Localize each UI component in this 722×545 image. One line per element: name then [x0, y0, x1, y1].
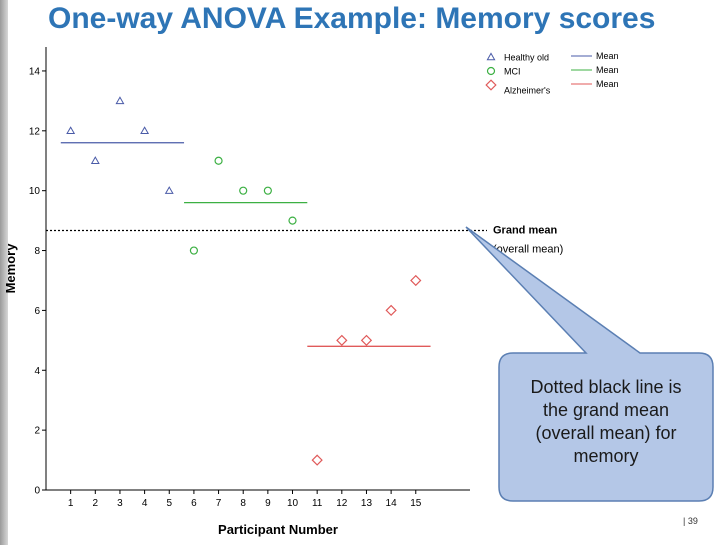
- data-point-series-2: [239, 186, 248, 195]
- grand-mean-sublabel: (overall mean): [493, 243, 563, 255]
- legend-marker-3: [485, 79, 497, 91]
- legend-marker-2: [486, 66, 496, 76]
- x-tick-label: 7: [216, 498, 222, 509]
- y-tick-label: 12: [29, 126, 41, 137]
- x-tick-label: 13: [361, 498, 373, 509]
- x-tick-label: 12: [336, 498, 348, 509]
- y-axis-title: Memory: [3, 243, 18, 294]
- legend-mean-label-3: Mean: [596, 79, 619, 89]
- x-tick-label: 3: [117, 498, 123, 509]
- x-tick-label: 2: [93, 498, 99, 509]
- callout-text-line: (overall mean) for: [535, 423, 676, 443]
- x-tick-label: 15: [410, 498, 422, 509]
- data-point-series-3: [385, 304, 397, 317]
- x-tick-label: 5: [166, 498, 172, 509]
- data-point-series-3: [336, 334, 348, 346]
- legend-label-2: MCI: [504, 67, 521, 77]
- x-tick-label: 1: [68, 498, 74, 509]
- x-tick-label: 8: [240, 498, 246, 509]
- x-tick-label: 4: [142, 498, 148, 509]
- data-point-series-2: [214, 156, 223, 165]
- slide-number-value: 39: [687, 516, 698, 526]
- legend-label-3: Alzheimer's: [504, 86, 551, 96]
- slide-title: One-way ANOVA Example: Memory scores: [48, 2, 656, 35]
- legend-marker-1: [486, 52, 496, 61]
- data-point-series-2: [288, 216, 297, 225]
- x-tick-label: 6: [191, 498, 197, 509]
- data-point-series-2: [189, 246, 199, 255]
- data-point-series-1: [90, 156, 100, 164]
- callout-text-line: the grand mean: [543, 400, 669, 420]
- y-tick-label: 10: [29, 186, 41, 197]
- y-tick-label: 2: [34, 426, 40, 437]
- data-point-series-1: [140, 126, 150, 135]
- slide-number: | 39: [683, 516, 698, 526]
- x-axis-title: Participant Number: [218, 522, 338, 537]
- data-point-series-2: [263, 186, 272, 195]
- data-point-series-3: [360, 334, 373, 346]
- data-point-series-1: [115, 96, 125, 105]
- x-tick-label: 11: [312, 498, 323, 509]
- legend-label-1: Healthy old: [504, 53, 549, 63]
- left-edge-strip: [0, 0, 8, 545]
- callout-balloon: [465, 226, 714, 502]
- grand-mean-label: Grand mean: [493, 224, 557, 236]
- x-tick-label: 14: [386, 498, 398, 509]
- callout-text-line: Dotted black line is: [530, 377, 681, 397]
- data-point-series-3: [410, 274, 422, 287]
- y-tick-label: 14: [29, 66, 41, 77]
- data-point-series-3: [311, 454, 323, 466]
- callout-text-line: memory: [573, 446, 638, 466]
- x-tick-label: 9: [265, 498, 271, 509]
- x-tick-label: 10: [287, 498, 299, 509]
- y-tick-label: 6: [34, 306, 40, 317]
- y-tick-label: 4: [34, 366, 40, 377]
- data-point-series-1: [164, 186, 174, 194]
- legend-mean-label-1: Mean: [596, 51, 619, 61]
- y-tick-label: 8: [34, 246, 40, 257]
- legend-mean-label-2: Mean: [596, 65, 619, 75]
- data-point-series-1: [66, 126, 76, 135]
- y-tick-label: 0: [34, 486, 40, 497]
